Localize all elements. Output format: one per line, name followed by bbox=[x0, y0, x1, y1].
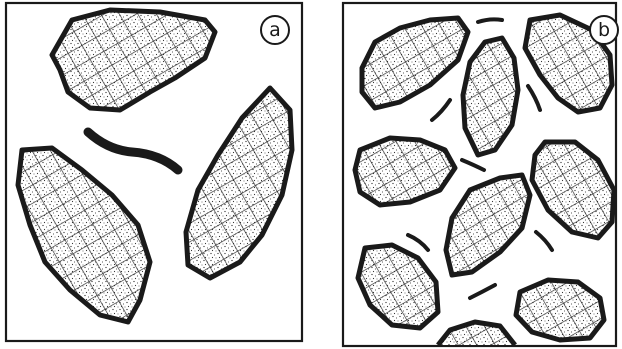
binder-stroke bbox=[528, 86, 540, 110]
grain bbox=[355, 138, 455, 205]
grain bbox=[52, 10, 215, 110]
panel-label-b: b bbox=[590, 16, 618, 44]
panel-label-b-text: b bbox=[598, 19, 610, 41]
binder-stroke bbox=[536, 232, 552, 250]
panel-label-a-text: a bbox=[269, 19, 281, 41]
binder-stroke bbox=[462, 160, 484, 170]
binder-stroke bbox=[432, 100, 450, 120]
panel-b: b bbox=[343, 3, 618, 346]
binder-stroke bbox=[88, 132, 178, 170]
grain bbox=[186, 88, 292, 278]
binder-stroke bbox=[478, 19, 502, 22]
binder-stroke bbox=[470, 285, 495, 298]
grain bbox=[438, 322, 515, 345]
grain bbox=[362, 18, 468, 108]
grain bbox=[18, 148, 150, 322]
panel-label-a: a bbox=[261, 16, 289, 44]
grain bbox=[358, 245, 438, 328]
grain bbox=[463, 38, 518, 155]
binder-stroke bbox=[408, 235, 428, 250]
grain bbox=[532, 142, 614, 238]
panel-a: a bbox=[6, 3, 302, 341]
grain bbox=[516, 280, 604, 340]
grain bbox=[446, 175, 530, 275]
